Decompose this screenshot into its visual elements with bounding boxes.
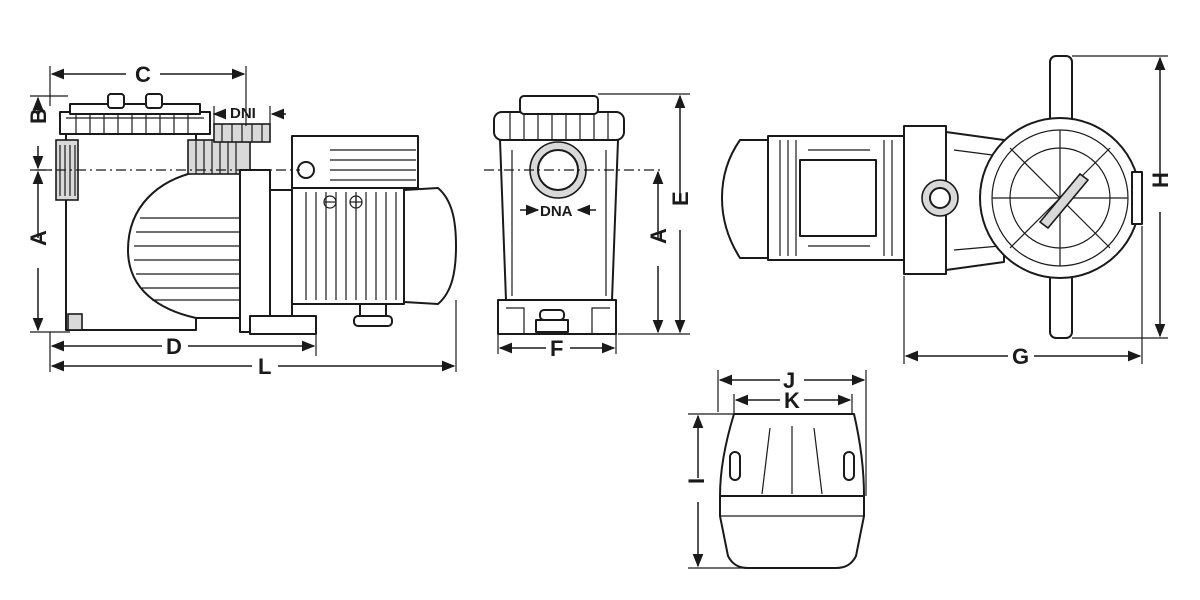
dim-label-h: H	[1148, 172, 1173, 188]
basket-view	[719, 413, 865, 569]
dim-label-k: K	[784, 388, 800, 413]
basket-dimensions: J K I	[684, 368, 867, 569]
front-dimensions: DNA F A E	[497, 93, 693, 361]
dim-label-e: E	[668, 191, 693, 206]
dim-label-f: F	[550, 336, 563, 361]
flange-base	[239, 169, 317, 335]
dim-label-i: I	[684, 478, 709, 484]
dim-label-d: D	[166, 334, 182, 359]
dim-label-a-front: A	[646, 228, 671, 244]
lid	[59, 93, 211, 135]
dim-label-a-side: A	[26, 230, 51, 246]
dim-label-j: J	[783, 368, 795, 393]
dim-label-c: C	[135, 62, 151, 87]
top-dimensions: G H	[903, 55, 1173, 369]
side-view	[36, 93, 457, 335]
dim-label-l: L	[258, 354, 271, 379]
top-view	[721, 55, 1143, 339]
side-dimensions: C B A DNI D L	[26, 62, 457, 379]
dim-label-dna: DNA	[540, 203, 573, 220]
dim-label-g: G	[1012, 344, 1029, 369]
motor	[291, 135, 457, 327]
front-view	[484, 95, 660, 335]
dim-label-b: B	[26, 108, 51, 124]
dim-label-dni: DNI	[230, 105, 256, 122]
